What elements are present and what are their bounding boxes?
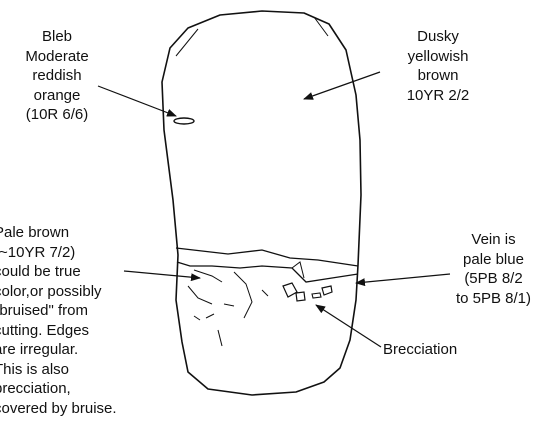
top-edge-line	[176, 29, 198, 56]
bruise-line	[262, 290, 268, 296]
bleb-label-line: Bleb	[0, 27, 114, 47]
dusky-label-line: Dusky	[380, 27, 496, 47]
bleb-label-line: (10R 6/6)	[0, 105, 114, 125]
pale-brown-label-line: Pale brown	[0, 223, 158, 243]
vein-top-line	[176, 248, 358, 266]
pale-brown-label: Pale brown (~10YR 7/2) could be true col…	[0, 223, 158, 418]
bleb-label-line: Moderate	[0, 47, 114, 67]
pale-brown-label-line: could be true	[0, 262, 158, 282]
bleb-mark	[174, 118, 194, 124]
bleb-label-line: reddish	[0, 66, 114, 86]
pale-brown-label-line: "bruised" from	[0, 301, 158, 321]
bruise-line	[194, 316, 200, 320]
rock-outline	[162, 11, 361, 395]
dusky-label-line: yellowish	[380, 47, 496, 67]
vein-label: Vein is pale blue (5PB 8/2 to 5PB 8/1)	[442, 230, 545, 308]
bruise-line	[234, 272, 252, 318]
pale-brown-label-line: color,or possibly	[0, 282, 158, 302]
brecciation-label-line: Brecciation	[383, 340, 503, 360]
dusky-label: Dusky yellowish brown 10YR 2/2	[380, 27, 496, 105]
bruise-line	[206, 314, 214, 318]
pale-brown-label-line: brecciation,	[0, 379, 158, 399]
pale-brown-label-line: covered by bruise.	[0, 399, 158, 419]
vein-arrow	[356, 274, 450, 283]
brecciation-arrow	[316, 305, 381, 347]
vein-label-line: Vein is	[442, 230, 545, 250]
vein-label-line: to 5PB 8/1)	[442, 289, 545, 309]
pale-brown-label-line: (~10YR 7/2)	[0, 243, 158, 263]
brecciation-fragment	[283, 283, 297, 297]
brecciation-fragment	[312, 293, 321, 298]
vein-bottom-line	[177, 262, 358, 282]
vein-label-line: (5PB 8/2	[442, 269, 545, 289]
dusky-label-line: brown	[380, 66, 496, 86]
dusky-arrow	[304, 72, 380, 99]
brecciation-label: Brecciation	[383, 340, 503, 360]
vein-label-line: pale blue	[442, 250, 545, 270]
pale-brown-label-line: cutting. Edges	[0, 321, 158, 341]
bleb-label-line: orange	[0, 86, 114, 106]
pale-brown-label-line: are irregular.	[0, 340, 158, 360]
brecciation-fragment	[322, 286, 332, 295]
bruise-line	[194, 270, 222, 282]
bleb-label: Bleb Moderate reddish orange (10R 6/6)	[0, 27, 114, 125]
pale-brown-label-line: This is also	[0, 360, 158, 380]
brecciation-fragment	[296, 292, 305, 301]
bruise-line	[224, 304, 234, 306]
bruise-line	[188, 286, 212, 304]
dusky-label-line: 10YR 2/2	[380, 86, 496, 106]
bruise-line	[218, 330, 222, 346]
